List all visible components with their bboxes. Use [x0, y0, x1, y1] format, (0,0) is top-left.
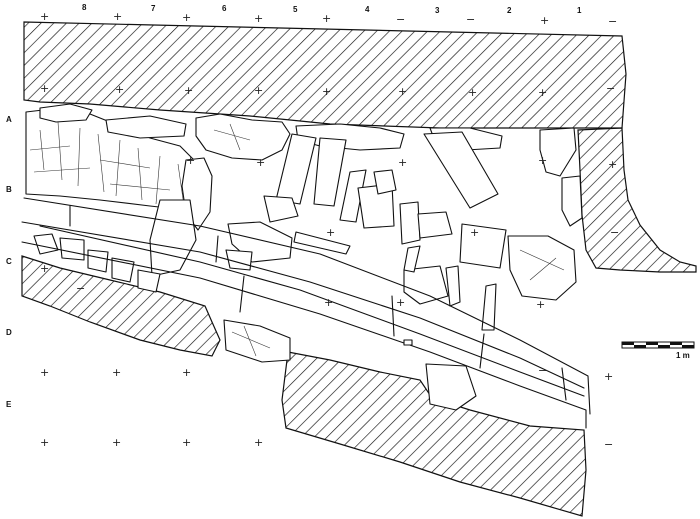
- grid-marker: +: [115, 83, 124, 96]
- grid-plus-markers: + + + + + + + + + + + + + + + + + + + + …: [40, 10, 617, 449]
- column-label: 4: [365, 5, 370, 14]
- grid-marker: −: [610, 226, 619, 239]
- grid-marker: −: [538, 364, 547, 377]
- grid-minus-markers: − − − − − − − −: [76, 13, 619, 451]
- grid-marker: −: [466, 13, 475, 26]
- grid-marker: +: [538, 86, 547, 99]
- grid-marker: +: [398, 85, 407, 98]
- column-label: 5: [293, 5, 298, 14]
- grid-marker: +: [470, 226, 479, 239]
- grid-marker: +: [398, 156, 407, 169]
- trench-band: [21, 197, 591, 429]
- grid-marker: +: [254, 12, 263, 25]
- grid-marker: +: [608, 158, 617, 171]
- leaning-stones-west: [149, 157, 477, 411]
- row-label: A: [6, 115, 12, 124]
- grid-marker: +: [112, 366, 121, 379]
- grid-marker: +: [40, 366, 49, 379]
- grid-marker: +: [182, 436, 191, 449]
- column-label: 6: [222, 4, 227, 13]
- column-label: 2: [507, 6, 512, 15]
- top-baulk: [23, 21, 627, 129]
- column-label: 7: [151, 4, 156, 13]
- grid-marker: +: [322, 85, 331, 98]
- grid-marker: −: [608, 15, 617, 28]
- grid-marker: +: [540, 14, 549, 27]
- grid-marker: −: [604, 438, 613, 451]
- grid-marker: +: [186, 154, 195, 167]
- grid-marker: +: [326, 226, 335, 239]
- grid-marker: +: [40, 10, 49, 23]
- row-label: E: [6, 400, 12, 409]
- grid-marker: +: [536, 298, 545, 311]
- stones-southwest: [33, 233, 161, 293]
- grid-marker: +: [182, 366, 191, 379]
- grid-marker: +: [324, 296, 333, 309]
- slab-stones: [225, 131, 577, 331]
- grid-marker: +: [254, 436, 263, 449]
- row-label: B: [6, 185, 12, 194]
- lower-left-baulk: [21, 255, 221, 357]
- grid-marker: −: [396, 13, 405, 26]
- grid-marker: +: [40, 262, 49, 275]
- grid-marker: +: [256, 156, 265, 169]
- grid-marker: +: [184, 84, 193, 97]
- bottom-baulk: [281, 351, 587, 517]
- right-baulk: [577, 127, 697, 273]
- row-label: D: [6, 328, 12, 337]
- column-label: 1: [577, 6, 582, 15]
- grid-marker: +: [40, 82, 49, 95]
- grid-marker: +: [182, 11, 191, 24]
- rubble-wall-west: [25, 103, 207, 213]
- scale-bar-label: 1 m: [676, 351, 690, 360]
- grid-marker: +: [40, 436, 49, 449]
- column-label: 3: [435, 6, 440, 15]
- grid-marker: +: [538, 154, 547, 167]
- grid-marker: +: [322, 12, 331, 25]
- row-labels: A B C D E: [6, 115, 12, 409]
- column-label: 8: [82, 3, 87, 12]
- column-labels: 8 7 6 5 4 3 2 1: [82, 3, 582, 15]
- grid-marker: +: [468, 86, 477, 99]
- grid-marker: +: [113, 10, 122, 23]
- grid-marker: −: [76, 282, 85, 295]
- scale-bar: 1 m: [621, 341, 695, 360]
- grid-marker: +: [604, 370, 613, 383]
- grid-marker: +: [112, 436, 121, 449]
- grid-marker: −: [606, 82, 615, 95]
- grid-marker: +: [254, 84, 263, 97]
- grid-marker: +: [396, 296, 405, 309]
- row-label: C: [6, 257, 12, 266]
